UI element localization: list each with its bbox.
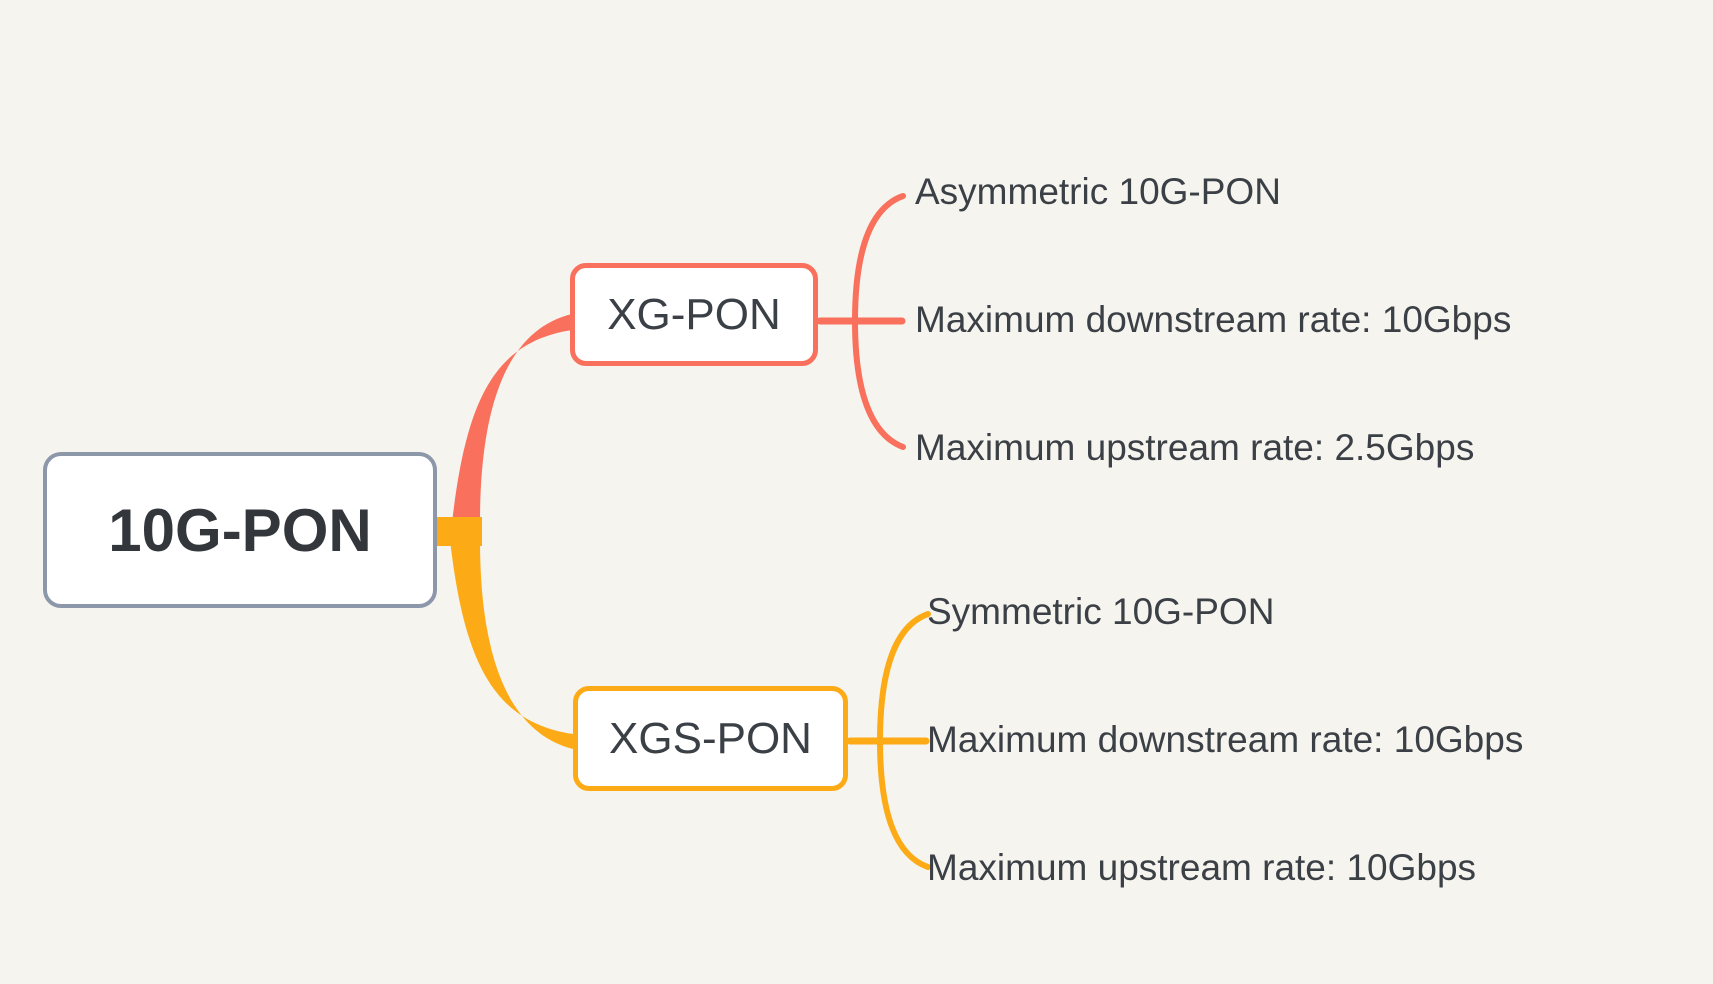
root-to-xgs-pon-connector — [450, 540, 573, 749]
xgs-pon-children-bracket — [876, 611, 931, 870]
leaf-topic-xgs-pon-upstream-rate[interactable]: Maximum upstream rate: 10Gbps — [927, 846, 1477, 888]
branch-topic-xg-pon[interactable]: XG-PON — [570, 263, 818, 366]
root-trunk-stub — [434, 517, 482, 546]
xg-pon-children-bracket — [851, 193, 906, 450]
leaf-topic-xgs-pon-downstream-rate[interactable]: Maximum downstream rate: 10Gbps — [927, 718, 1524, 760]
leaf-topic-asymmetric-10g-pon[interactable]: Asymmetric 10G-PON — [915, 170, 1281, 212]
branch-topic-label: XGS-PON — [609, 713, 812, 763]
root-to-xg-pon-connector — [452, 314, 572, 523]
root-topic-label: 10G-PON — [108, 496, 372, 564]
leaf-topic-xg-pon-upstream-rate[interactable]: Maximum upstream rate: 2.5Gbps — [915, 426, 1475, 468]
leaf-topic-symmetric-10g-pon[interactable]: Symmetric 10G-PON — [927, 590, 1275, 632]
root-topic[interactable]: 10G-PON — [43, 452, 437, 608]
leaf-topic-xg-pon-downstream-rate[interactable]: Maximum downstream rate: 10Gbps — [915, 298, 1512, 340]
branch-topic-xgs-pon[interactable]: XGS-PON — [573, 686, 848, 791]
branch-topic-label: XG-PON — [607, 289, 781, 339]
